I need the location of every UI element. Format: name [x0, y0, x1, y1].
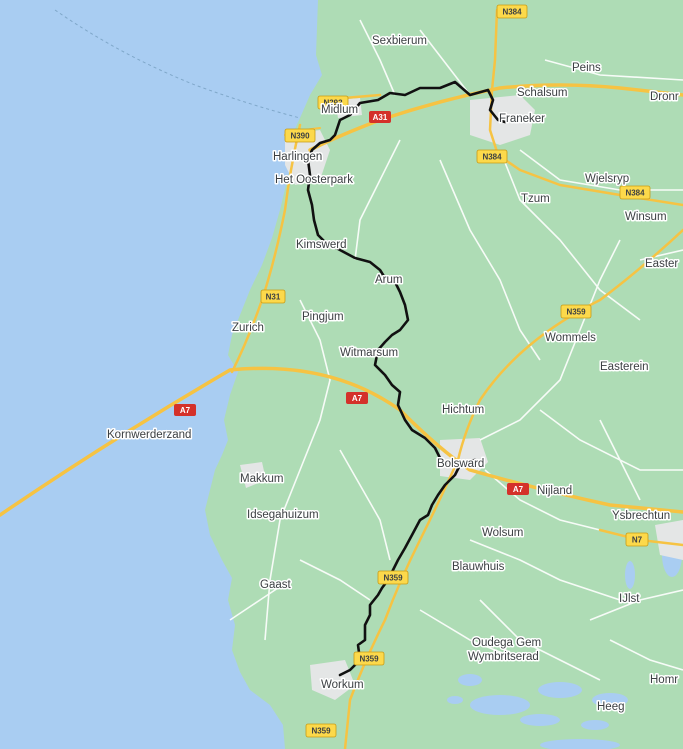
place-label-homr: Homr	[650, 674, 678, 686]
place-label-dronr: Dronr	[650, 91, 679, 103]
road-shield-n390: N390	[284, 128, 316, 143]
road-shield-a7-center: A7	[346, 392, 368, 404]
place-label-winsum: Winsum	[625, 211, 667, 223]
road-shield-a7-west: A7	[174, 404, 196, 416]
svg-text:N31: N31	[266, 293, 281, 302]
land-area	[205, 0, 683, 749]
svg-text:N359: N359	[383, 574, 403, 583]
place-label-gaast: Gaast	[260, 579, 291, 591]
road-shield-n31: N31	[260, 289, 286, 304]
road-n359	[343, 228, 683, 749]
svg-text:A7: A7	[352, 394, 363, 403]
place-label-wymbritserad: Wymbritserad	[468, 651, 539, 663]
place-label-oudega-gem: Oudega Gem	[472, 637, 541, 649]
road-shield-n393: N393	[317, 95, 349, 110]
svg-text:A7: A7	[513, 485, 524, 494]
place-label-ysbrechtum: Ysbrechtun	[612, 510, 670, 522]
place-label-witmarsum: Witmarsum	[340, 347, 398, 359]
svg-text:N7: N7	[632, 536, 643, 545]
place-label-peins: Peins	[572, 62, 601, 74]
svg-text:N384: N384	[502, 8, 522, 17]
road-shield-n359-wommels: N359	[560, 304, 592, 319]
svg-text:A31: A31	[373, 113, 388, 122]
place-label-hichtum: Hichtum	[442, 404, 484, 416]
place-label-arum: Arum	[375, 274, 402, 286]
road-shields: N384 N393 A31 N390 N384 N384 N31 N359	[174, 4, 651, 738]
ferry-line	[54, 9, 301, 119]
minor-roads	[229, 19, 683, 681]
place-label-bolsward: Bolsward	[437, 458, 484, 470]
svg-text:A7: A7	[180, 406, 191, 415]
road-shield-n359-mid: N359	[377, 570, 409, 585]
road-shield-n384-east: N384	[619, 185, 651, 200]
road-shield-n359-bottom: N359	[305, 723, 337, 738]
place-label-sexbierum: Sexbierum	[372, 35, 427, 47]
place-label-wjelsryp: Wjelsryp	[585, 173, 629, 185]
place-label-schalsum: Schalsum	[517, 87, 568, 99]
svg-text:N359: N359	[566, 308, 586, 317]
road-shield-a7-east: A7	[507, 483, 529, 495]
place-label-wommels: Wommels	[545, 332, 596, 344]
place-label-kornwerderzand: Kornwerderzand	[107, 429, 191, 441]
place-label-easterein: Easterein	[600, 361, 649, 373]
road-shield-n384-top: N384	[496, 4, 528, 19]
place-label-ijlst: IJlst	[619, 593, 640, 605]
road-shield-n7: N7	[625, 532, 649, 547]
place-label-wolsum: Wolsum	[482, 527, 523, 539]
svg-text:N384: N384	[625, 189, 645, 198]
place-label-kimswerd: Kimswerd	[296, 239, 346, 251]
road-a31	[308, 83, 683, 152]
place-label-het-oosterpark: Het Oosterpark	[275, 174, 353, 186]
place-label-tzum: Tzum	[521, 193, 550, 205]
place-label-harlingen: Harlingen	[273, 151, 322, 163]
place-label-franeker: Franeker	[499, 113, 545, 125]
road-n31	[230, 123, 302, 374]
place-label-blauwhuis: Blauwhuis	[452, 561, 505, 573]
road-shield-n384-franeker: N384	[476, 149, 508, 164]
place-label-idsegahuizum: Idsegahuizum	[247, 509, 319, 521]
road-shield-n359-workum: N359	[353, 651, 385, 666]
place-label-zurich: Zurich	[232, 322, 264, 334]
place-labels: Sexbierum Peins Schalsum Dronr Midlum Fr…	[106, 34, 681, 715]
place-label-workum: Workum	[321, 679, 364, 691]
place-label-heeg: Heeg	[597, 701, 625, 713]
svg-text:N359: N359	[311, 727, 331, 736]
place-label-midlum: Midlum	[321, 104, 358, 116]
svg-text:N393: N393	[323, 99, 343, 108]
svg-text:N384: N384	[482, 153, 502, 162]
svg-text:N359: N359	[359, 655, 379, 664]
place-label-easter: Easter	[645, 258, 678, 270]
road-shield-a31: A31	[369, 111, 391, 123]
place-label-nijland: Nijland	[537, 485, 572, 497]
place-label-pingjum: Pingjum	[302, 311, 344, 323]
svg-text:N390: N390	[290, 132, 310, 141]
route-line	[306, 80, 507, 677]
place-label-makkum: Makkum	[240, 473, 283, 485]
